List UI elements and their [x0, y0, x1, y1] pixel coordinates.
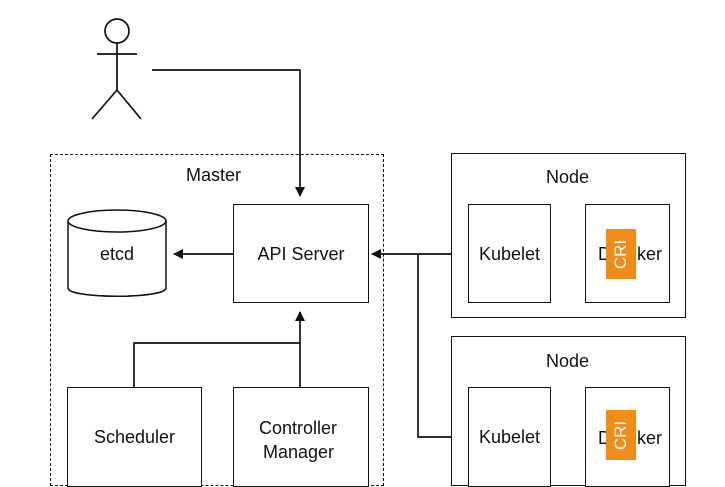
node-2-kubelet-box: Kubelet — [468, 387, 551, 487]
user-icon — [91, 18, 142, 120]
master-title: Master — [186, 165, 242, 185]
api-server-label: API Server — [257, 243, 345, 264]
scheduler-box: Scheduler — [67, 387, 202, 487]
node-1-docker-suffix: ker — [637, 244, 663, 264]
node-2-cri-label: CRI — [611, 420, 631, 450]
node-1-cri-label: CRI — [611, 239, 631, 269]
node-1-cri-badge: CRI — [606, 229, 636, 279]
database-icon — [67, 209, 167, 297]
node-2-cri-badge: CRI — [606, 410, 636, 460]
node-1-title: Node — [546, 167, 590, 187]
kubernetes-architecture-diagram: Master etcd API Server Scheduler Control… — [50, 18, 686, 487]
node-2-docker-suffix: ker — [637, 428, 663, 448]
scheduler-controller-to-api-connector — [133, 311, 305, 387]
node-1-kubelet-box: Kubelet — [468, 204, 551, 303]
node-2-title: Node — [546, 351, 590, 371]
scheduler-label: Scheduler — [93, 427, 176, 447]
etcd-cylinder: etcd — [67, 206, 167, 302]
controller-manager-line-1: Controller — [259, 418, 338, 438]
node-2-kubelet-label: Kubelet — [478, 427, 541, 447]
node-1-kubelet-label: Kubelet — [478, 243, 541, 264]
controller-manager-line-2: Manager — [263, 442, 335, 462]
etcd-label: etcd — [99, 244, 135, 264]
controller-manager-box: Controller Manager — [233, 387, 369, 487]
api-server-box: API Server — [233, 204, 369, 303]
